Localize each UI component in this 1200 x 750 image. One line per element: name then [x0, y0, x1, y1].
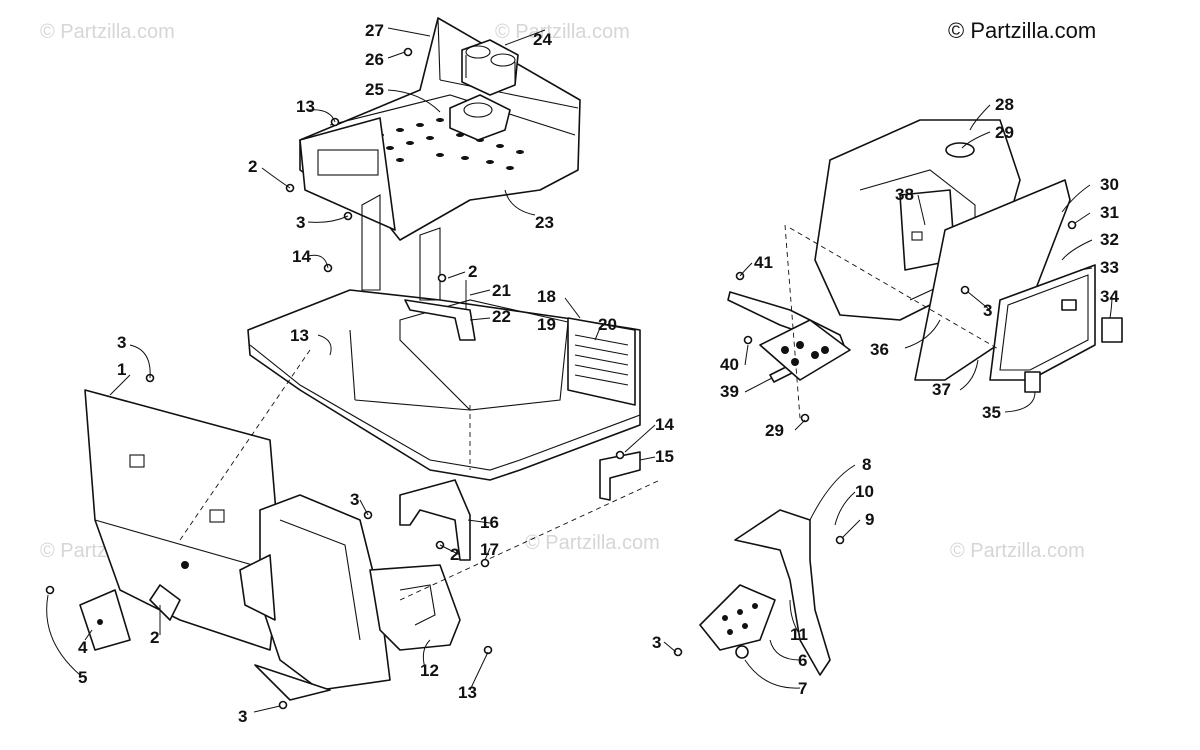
- callout-1: 1: [117, 360, 126, 379]
- callout-2: 2: [450, 545, 459, 564]
- callout-14: 14: [655, 415, 674, 434]
- callout-13: 13: [458, 683, 477, 702]
- callout-28: 28: [995, 95, 1014, 114]
- callout-29: 29: [995, 123, 1014, 142]
- callout-14: 14: [292, 247, 311, 266]
- callout-33: 33: [1100, 258, 1119, 277]
- callout-20: 20: [598, 315, 617, 334]
- nut-part-7: [735, 645, 749, 659]
- copyright-label: © Partzilla.com: [948, 18, 1096, 43]
- dash-bezel-assembly: [239, 494, 461, 701]
- callout-29: 29: [765, 421, 784, 440]
- watermark-top-center: © Partzilla.com: [495, 21, 630, 43]
- callout-11: 11: [790, 625, 808, 644]
- callout-34: 34: [1100, 287, 1119, 306]
- latch-part-34: [1101, 317, 1123, 343]
- callout-4: 4: [78, 638, 88, 657]
- callout-2: 2: [468, 262, 477, 281]
- leader-lines: [46, 27, 1113, 713]
- callout-3: 3: [238, 707, 247, 726]
- plate-part-4: [79, 589, 131, 651]
- callout-15: 15: [655, 447, 674, 466]
- callout-35: 35: [982, 403, 1001, 422]
- callout-10: 10: [855, 482, 874, 501]
- clip-part-35: [1024, 371, 1041, 393]
- callout-21: 21: [492, 281, 511, 300]
- bracket-part-6: [699, 584, 776, 651]
- callout-9: 9: [865, 510, 874, 529]
- callout-38: 38: [895, 185, 914, 204]
- step-plate-part-40: [759, 319, 851, 381]
- callout-37: 37: [932, 380, 951, 399]
- callout-13: 13: [290, 326, 309, 345]
- callout-16: 16: [480, 513, 499, 532]
- callout-19: 19: [537, 315, 556, 334]
- callout-22: 22: [492, 307, 511, 326]
- callout-24: 24: [533, 30, 552, 49]
- callout-26: 26: [365, 50, 384, 69]
- callout-8: 8: [862, 455, 871, 474]
- callout-3: 3: [350, 490, 359, 509]
- callout-23: 23: [535, 213, 554, 232]
- callout-27: 27: [365, 21, 384, 40]
- callout-2: 2: [248, 157, 257, 176]
- callout-6: 6: [798, 651, 807, 670]
- floor-tray-part-23: [299, 17, 581, 241]
- callout-13: 13: [296, 97, 315, 116]
- callout-7: 7: [798, 679, 807, 698]
- watermark-top-left: © Partzilla.com: [40, 21, 175, 43]
- front-panel-part-1: [84, 389, 281, 651]
- callout-12: 12: [420, 661, 439, 680]
- callout-3: 3: [296, 213, 305, 232]
- callout-17: 17: [480, 540, 499, 559]
- bracket-part-15: [599, 451, 641, 501]
- callout-40: 40: [720, 355, 739, 374]
- callout-39: 39: [720, 382, 739, 401]
- callout-18: 18: [537, 287, 556, 306]
- fastener-hardware: [45, 47, 1077, 710]
- callout-31: 31: [1100, 203, 1119, 222]
- watermark-mid-right: © Partzilla.com: [950, 540, 1085, 562]
- callout-32: 32: [1100, 230, 1119, 249]
- callout-41: 41: [754, 253, 773, 272]
- door-part-33: [989, 264, 1096, 381]
- callout-2: 2: [150, 628, 159, 647]
- cargo-floor-panel: [247, 194, 641, 481]
- callout-36: 36: [870, 340, 889, 359]
- callout-5: 5: [78, 668, 87, 687]
- watermark-mid-center: © Partzilla.com: [525, 532, 660, 554]
- callout-30: 30: [1100, 175, 1119, 194]
- callout-labels: 1 2 2 2 2 3 3 3 3 3 3 4 5 6 7 8 9 10 11 …: [78, 21, 1119, 726]
- bracket-part-16: [399, 479, 471, 561]
- callout-25: 25: [365, 80, 384, 99]
- mud-flap-part-8: [734, 509, 831, 676]
- callout-3: 3: [117, 333, 126, 352]
- callout-3: 3: [652, 633, 661, 652]
- callout-3: 3: [983, 301, 992, 320]
